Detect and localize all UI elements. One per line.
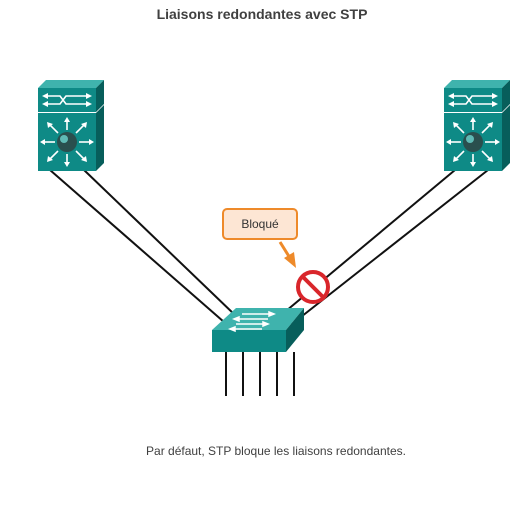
diagram-caption: Par défaut, STP bloque les liaisons redo…	[146, 444, 406, 458]
left-trunk-links	[49, 169, 237, 323]
callout-arrow	[278, 241, 296, 268]
right-multilayer-switch-icon	[444, 80, 510, 171]
left-multilayer-switch-icon	[38, 80, 104, 171]
blocked-callout: Bloqué	[222, 208, 298, 240]
left-link-b	[83, 169, 237, 317]
access-port-links	[225, 352, 295, 396]
blocked-port-icon	[296, 270, 330, 304]
access-switch-icon	[212, 308, 304, 352]
left-link-a	[49, 169, 225, 323]
diagram-title: Liaisons redondantes avec STP	[156, 6, 368, 22]
